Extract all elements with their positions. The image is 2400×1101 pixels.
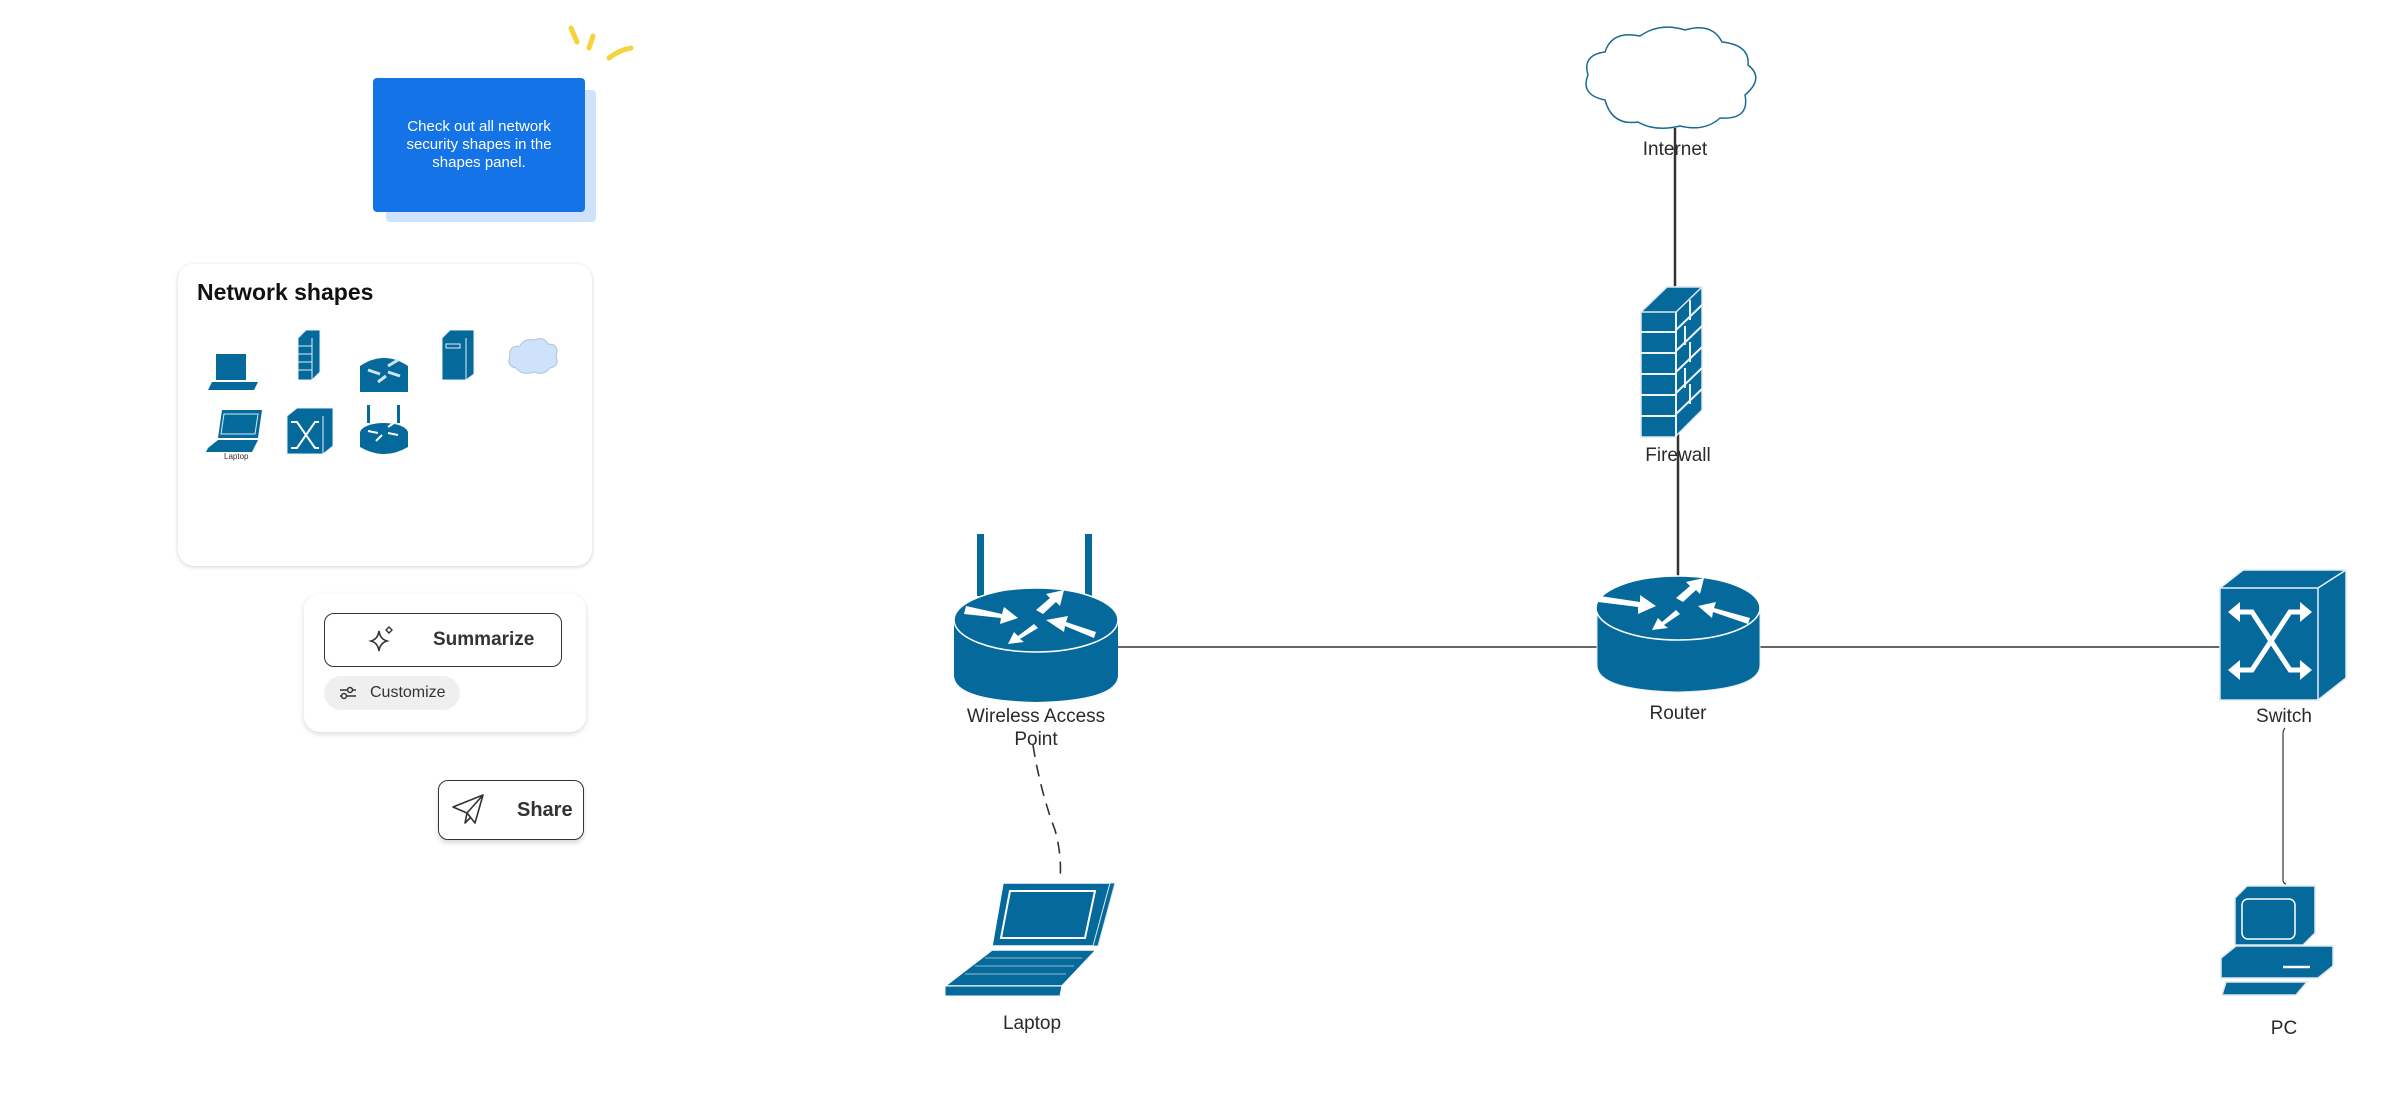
laptop-thumb-label: Laptop (224, 452, 249, 461)
router-icon[interactable] (358, 352, 410, 392)
firewall-icon[interactable] (1639, 286, 1704, 438)
wap-label-line2: Point (1014, 729, 1058, 750)
server-icon[interactable] (440, 330, 476, 382)
router-icon[interactable] (1595, 575, 1761, 693)
summarize-button[interactable]: Summarize (324, 613, 562, 667)
sliders-icon (340, 686, 356, 700)
laptop-icon[interactable] (942, 882, 1116, 997)
sparkle-decoration-icon (568, 25, 634, 61)
customize-label: Customize (370, 684, 446, 701)
internet-label: Internet (1642, 139, 1708, 160)
connector-switch-pc[interactable] (2282, 727, 2287, 885)
pc-label: PC (2270, 1018, 2298, 1039)
connector-wap-laptop[interactable] (1032, 744, 1062, 881)
switch-icon[interactable] (285, 406, 335, 456)
sparkles-icon (368, 626, 393, 652)
router-label: Router (1649, 703, 1707, 724)
wireless-access-point-icon[interactable] (953, 534, 1119, 702)
pc-icon[interactable] (2220, 885, 2334, 996)
firewall-icon[interactable] (296, 330, 322, 382)
paper-plane-icon (452, 794, 484, 824)
share-button[interactable]: Share (438, 780, 584, 840)
panel-title: Network shapes (197, 279, 374, 305)
summarize-label: Summarize (433, 629, 535, 650)
laptop-icon[interactable] (206, 408, 264, 454)
pc-icon[interactable] (208, 350, 260, 392)
cloud-icon[interactable] (506, 336, 560, 376)
internet-cloud-icon[interactable] (1585, 26, 1757, 129)
customize-button[interactable]: Customize (324, 676, 460, 710)
callout-text: Check out all network security shapes in… (406, 118, 552, 171)
switch-icon[interactable] (2217, 569, 2349, 701)
callout-note[interactable]: Check out all network security shapes in… (373, 78, 585, 212)
wireless-access-point-icon[interactable] (358, 405, 410, 457)
laptop-label: Laptop (1002, 1013, 1062, 1034)
wap-label-line1: Wireless Access (966, 706, 1106, 727)
firewall-label: Firewall (1645, 445, 1711, 466)
share-label: Share (517, 798, 573, 821)
switch-label: Switch (2256, 706, 2312, 727)
